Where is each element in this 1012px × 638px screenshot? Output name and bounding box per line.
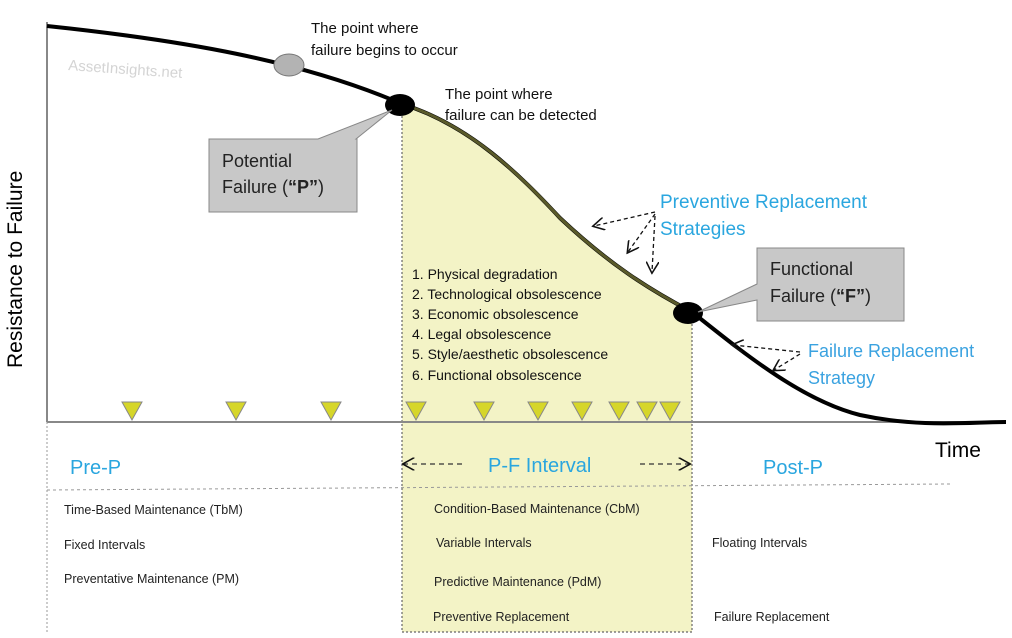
zone-pre-p: Pre-P <box>70 457 121 479</box>
inspection-triangle <box>473 401 495 422</box>
functional-failure-callout-line1: Functional <box>770 259 853 279</box>
pf-interval-shading <box>402 104 692 632</box>
failure-strategy-label-2: Strategy <box>808 368 875 388</box>
curve-interval-highlight <box>401 102 693 314</box>
list-item: 2. Technological obsolescence <box>412 286 602 302</box>
zone-post-p: Post-P <box>763 457 823 479</box>
list-item: 6. Functional obsolescence <box>412 367 582 383</box>
interval-row-replacement: Preventive Replacement <box>433 610 570 624</box>
inspection-triangle <box>225 401 247 422</box>
failure-detected-label-1: The point where <box>445 86 553 103</box>
potential-failure-callout-line1: Potential <box>222 151 292 171</box>
preventive-strategies-label-2: Strategies <box>660 219 746 240</box>
potential-failure-callout-line2: Failure (“P”) <box>222 177 324 197</box>
preventive-strategy-arrows <box>594 211 655 272</box>
inspection-triangle <box>320 401 342 422</box>
x-axis-label: Time <box>935 439 981 462</box>
inspection-triangle <box>636 401 658 422</box>
pre-row-pm: Preventative Maintenance (PM) <box>64 572 239 586</box>
inspection-markers <box>121 401 681 422</box>
potential-failure-point <box>385 94 415 116</box>
functional-failure-callout-box <box>697 247 905 322</box>
failure-begins-point <box>273 53 305 77</box>
failure-detected-label-2: failure can be detected <box>445 107 597 124</box>
failure-begins-label-1: The point where <box>311 20 419 37</box>
interval-row-cbm: Condition-Based Maintenance (CbM) <box>434 502 640 516</box>
watermark: AssetInsights.net <box>68 57 184 82</box>
zone-pf-interval: P-F Interval <box>488 455 591 477</box>
pre-row-fixed: Fixed Intervals <box>64 538 145 552</box>
pre-row-tbm: Time-Based Maintenance (TbM) <box>64 503 243 517</box>
inspection-triangle <box>608 401 630 422</box>
functional-failure-point <box>673 302 703 324</box>
post-row-failure-replacement: Failure Replacement <box>714 610 830 624</box>
failure-strategy-label-1: Failure Replacement <box>808 341 974 361</box>
obsolescence-list: 1. Physical degradation 2. Technological… <box>412 266 608 383</box>
inspection-triangle <box>405 401 427 422</box>
list-item: 3. Economic obsolescence <box>412 306 579 322</box>
inspection-triangle <box>571 401 593 422</box>
inspection-triangle <box>527 401 549 422</box>
preventive-strategies-label-1: Preventive Replacement <box>660 192 868 213</box>
inspection-triangle <box>121 401 143 422</box>
potential-failure-callout-box <box>208 109 393 213</box>
y-axis-label: Resistance to Failure <box>4 171 27 368</box>
interval-row-pdm: Predictive Maintenance (PdM) <box>434 575 601 589</box>
zone-separator-line <box>46 483 951 491</box>
list-item: 5. Style/aesthetic obsolescence <box>412 346 608 362</box>
inspection-triangle <box>659 401 681 422</box>
interval-row-variable: Variable Intervals <box>436 536 532 550</box>
functional-failure-callout-line2: Failure (“F”) <box>770 286 871 306</box>
list-item: 1. Physical degradation <box>412 266 558 282</box>
post-row-floating: Floating Intervals <box>712 536 807 550</box>
failure-strategy-arrows <box>733 345 801 370</box>
failure-begins-label-2: failure begins to occur <box>311 42 458 59</box>
list-item: 4. Legal obsolescence <box>412 326 552 342</box>
